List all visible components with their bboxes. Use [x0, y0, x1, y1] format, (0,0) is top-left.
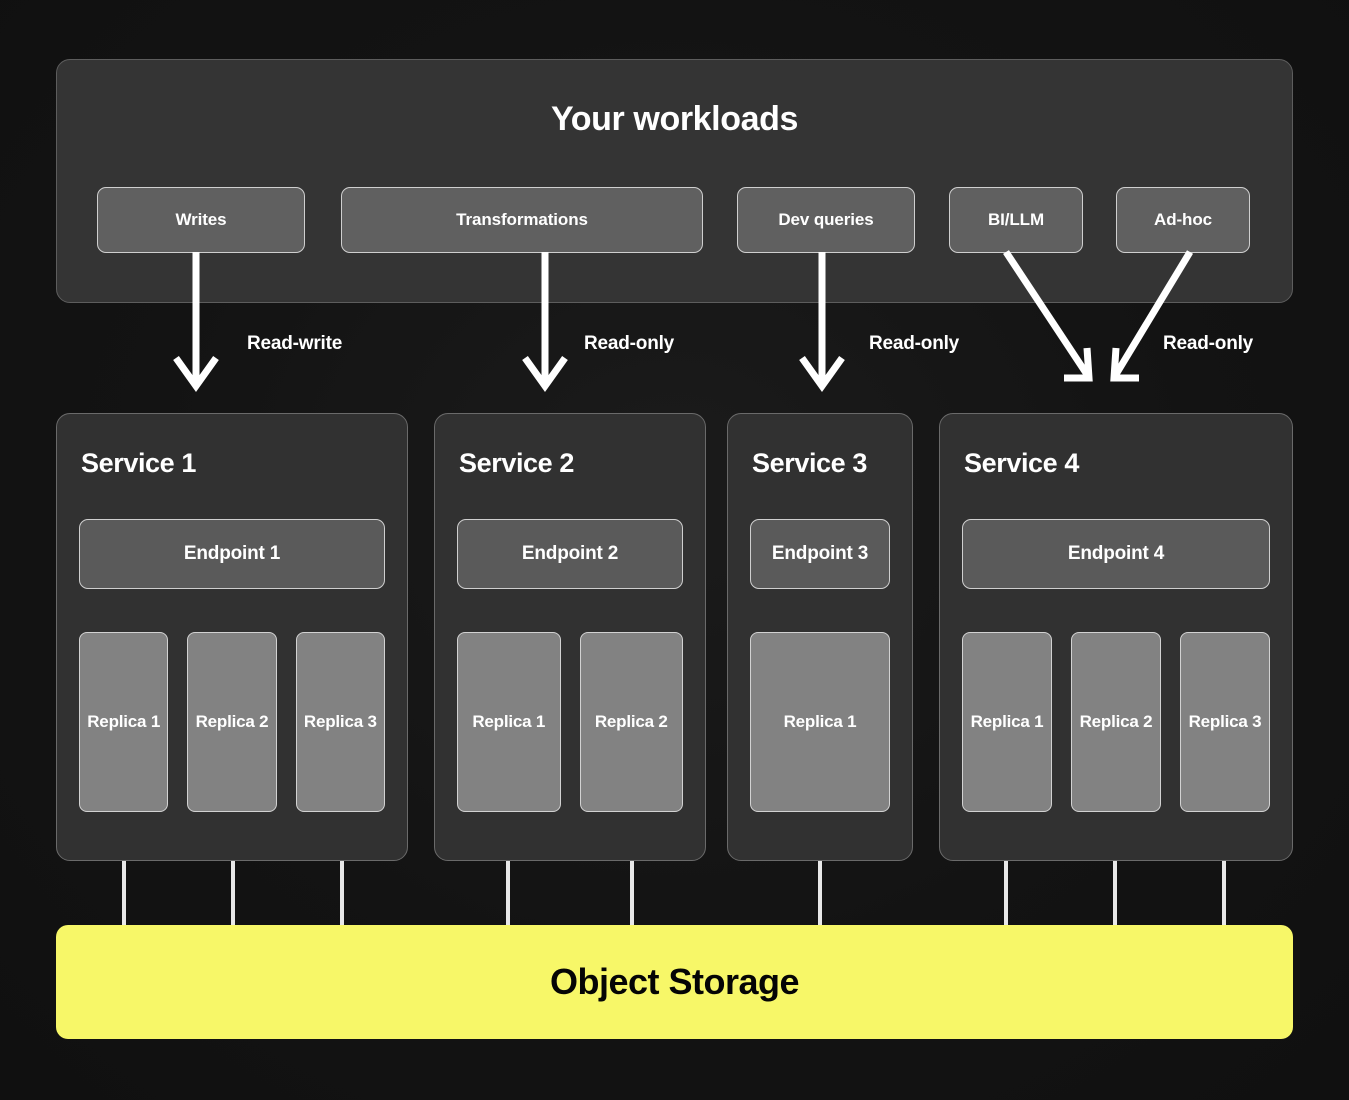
- replica-row: Replica 1: [750, 632, 890, 812]
- replica-row: Replica 1 Replica 2 Replica 3: [79, 632, 385, 812]
- replica-box[interactable]: Replica 1: [457, 632, 561, 812]
- storage-connector: [1222, 861, 1226, 925]
- storage-connector: [1004, 861, 1008, 925]
- flow-label-read-write: Read-write: [247, 333, 343, 354]
- diagonal-arrow-head-icon: [1064, 347, 1093, 382]
- service-card-2[interactable]: Service 2 Endpoint 2 Replica 1 Replica 2: [434, 413, 706, 861]
- service-title: Service 2: [459, 448, 574, 478]
- endpoint-box[interactable]: Endpoint 1: [79, 519, 385, 589]
- replica-box[interactable]: Replica 1: [79, 632, 169, 812]
- replica-row: Replica 1 Replica 2: [457, 632, 683, 812]
- endpoint-box[interactable]: Endpoint 2: [457, 519, 683, 589]
- flow-label-read-only-2: Read-only: [584, 333, 675, 354]
- replica-box[interactable]: Replica 2: [187, 632, 277, 812]
- workloads-panel: Your workloads Writes Transformations De…: [56, 59, 1293, 303]
- flow-label-read-only-4: Read-only: [1163, 333, 1254, 354]
- diagonal-arrow-head-icon: [1110, 347, 1139, 382]
- service-title: Service 4: [964, 448, 1079, 478]
- workload-chip-dev-queries[interactable]: Dev queries: [737, 187, 915, 253]
- storage-connector: [506, 861, 510, 925]
- service-card-4[interactable]: Service 4 Endpoint 4 Replica 1 Replica 2…: [939, 413, 1293, 861]
- flow-label-read-only-3: Read-only: [869, 333, 960, 354]
- replica-box[interactable]: Replica 2: [1071, 632, 1161, 812]
- storage-connector: [122, 861, 126, 925]
- service-card-3[interactable]: Service 3 Endpoint 3 Replica 1: [727, 413, 913, 861]
- replica-row: Replica 1 Replica 2 Replica 3: [962, 632, 1270, 812]
- down-arrow-head-icon: [522, 355, 568, 393]
- service-title: Service 3: [752, 448, 867, 478]
- endpoint-box[interactable]: Endpoint 4: [962, 519, 1270, 589]
- workload-chip-ad-hoc[interactable]: Ad-hoc: [1116, 187, 1250, 253]
- storage-connector: [1113, 861, 1117, 925]
- replica-box[interactable]: Replica 1: [962, 632, 1052, 812]
- service-card-1[interactable]: Service 1 Endpoint 1 Replica 1 Replica 2…: [56, 413, 408, 861]
- replica-box[interactable]: Replica 2: [579, 632, 683, 812]
- workload-chip-transformations[interactable]: Transformations: [341, 187, 703, 253]
- workload-chip-writes[interactable]: Writes: [97, 187, 305, 253]
- storage-connector: [818, 861, 822, 925]
- service-title: Service 1: [81, 448, 196, 478]
- endpoint-box[interactable]: Endpoint 3: [750, 519, 890, 589]
- workloads-title: Your workloads: [551, 100, 798, 138]
- replica-box[interactable]: Replica 1: [750, 632, 890, 812]
- object-storage-bar[interactable]: Object Storage: [56, 925, 1293, 1039]
- replica-box[interactable]: Replica 3: [295, 632, 385, 812]
- down-arrow-head-icon: [799, 355, 845, 393]
- down-arrow-head-icon: [173, 355, 219, 393]
- workload-chip-bi-llm[interactable]: BI/LLM: [949, 187, 1083, 253]
- storage-connector: [231, 861, 235, 925]
- storage-connector: [340, 861, 344, 925]
- replica-box[interactable]: Replica 3: [1180, 632, 1270, 812]
- storage-connector: [630, 861, 634, 925]
